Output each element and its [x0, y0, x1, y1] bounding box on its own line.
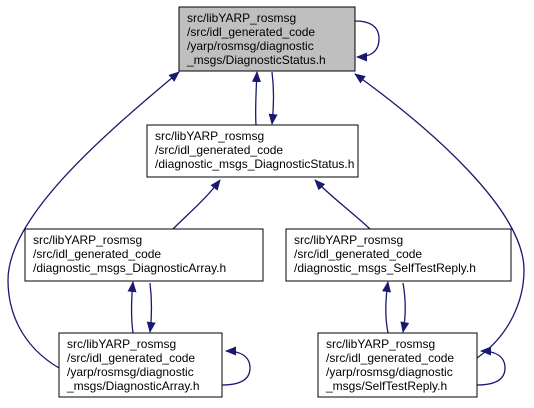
node-label-line: src/libYARP_rosmsg: [294, 233, 403, 247]
node-box: [317, 332, 478, 398]
edge-n4-to-n4: [221, 346, 251, 386]
edge-n5-to-n5: [476, 346, 506, 386]
node-box: [146, 124, 359, 178]
edge-n2-to-n4: [146, 282, 156, 333]
edge-n4-to-n0: [7, 71, 180, 369]
edge-n5-to-n3: [382, 281, 391, 334]
node-label-line: src/libYARP_rosmsg: [67, 337, 176, 351]
edge-n2-to-n1: [172, 179, 221, 230]
node-box: [24, 228, 264, 282]
edge-n0-to-n0: [354, 20, 380, 62]
node-label-line: /yarp/rosmsg/diagnostic: [67, 365, 194, 379]
edge-n5-to-n0: [354, 73, 525, 359]
node-n0[interactable]: src/libYARP_rosmsg/src/idl_generated_cod…: [178, 6, 356, 72]
node-label-line: /yarp/rosmsg/diagnostic: [187, 39, 314, 53]
node-label-line: /src/idl_generated_code: [155, 143, 283, 157]
node-n4[interactable]: src/libYARP_rosmsg/src/idl_generated_cod…: [58, 332, 223, 398]
node-n5[interactable]: src/libYARP_rosmsg/src/idl_generated_cod…: [317, 332, 478, 398]
node-label-line: /src/idl_generated_code: [326, 351, 454, 365]
node-label-line: src/libYARP_rosmsg: [155, 129, 264, 143]
node-label-line: /src/idl_generated_code: [294, 247, 422, 261]
node-label-line: _msgs/SelfTestReply.h: [325, 379, 447, 393]
edges-layer: [7, 20, 525, 386]
edge-n3-to-n1: [314, 179, 371, 230]
edge-n3-to-n5: [400, 282, 410, 333]
node-label-line: src/libYARP_rosmsg: [187, 11, 296, 25]
node-label-line: _msgs/DiagnosticStatus.h: [186, 53, 326, 67]
node-label-line: /diagnostic_msgs_DiagnosticStatus.h: [155, 157, 354, 171]
node-n1[interactable]: src/libYARP_rosmsg/src/idl_generated_cod…: [146, 124, 359, 178]
node-label-line: src/libYARP_rosmsg: [33, 233, 142, 247]
node-n3[interactable]: src/libYARP_rosmsg/src/idl_generated_cod…: [285, 228, 512, 282]
edge-n1-to-n0: [252, 71, 261, 126]
node-label-line: /src/idl_generated_code: [33, 247, 161, 261]
node-label-line: /yarp/rosmsg/diagnostic: [326, 365, 453, 379]
node-label-line: /src/idl_generated_code: [67, 351, 195, 365]
node-box: [285, 228, 512, 282]
node-box: [178, 6, 356, 72]
edge-n0-to-n1: [268, 71, 278, 125]
edge-n4-to-n2: [127, 281, 137, 334]
nodes-layer: src/libYARP_rosmsg/src/idl_generated_cod…: [24, 6, 512, 398]
node-label-line: /diagnostic_msgs_SelfTestReply.h: [294, 261, 476, 275]
node-n2[interactable]: src/libYARP_rosmsg/src/idl_generated_cod…: [24, 228, 264, 282]
node-label-line: _msgs/DiagnosticArray.h: [66, 379, 200, 393]
node-label-line: /src/idl_generated_code: [187, 25, 315, 39]
node-label-line: src/libYARP_rosmsg: [326, 337, 435, 351]
node-label-line: /diagnostic_msgs_DiagnosticArray.h: [33, 261, 226, 275]
node-box: [58, 332, 223, 398]
